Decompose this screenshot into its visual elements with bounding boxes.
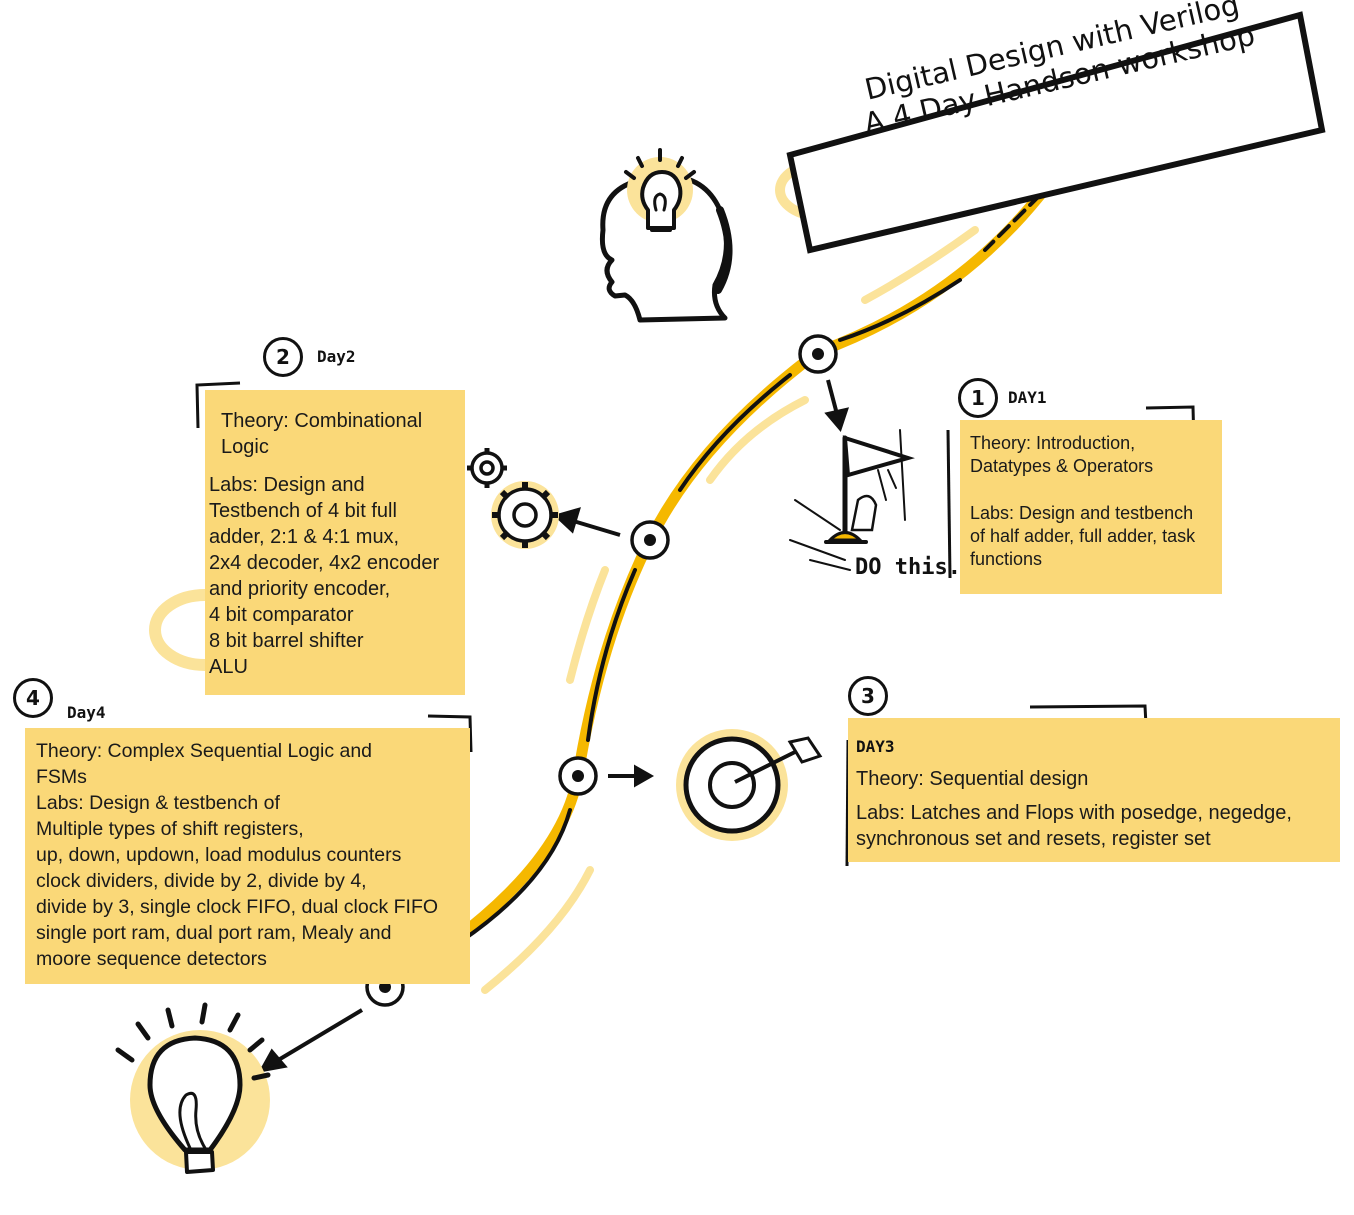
day-2-badge: 2 — [263, 337, 303, 377]
arrow-to-flag — [824, 379, 850, 432]
milestone-node-2 — [630, 520, 670, 560]
day-3-label: DAY3 — [856, 737, 895, 756]
day-4-theory: Theory: Complex Sequential Logic and FSM… — [36, 740, 373, 788]
milestone-node-1 — [798, 334, 838, 374]
day-3-theory: Theory: Sequential design — [856, 768, 1089, 790]
gears-icon — [467, 448, 559, 549]
head-bulb-icon — [599, 148, 733, 323]
day-1-card: Theory: Introduction, Datatypes & Operat… — [960, 420, 1222, 594]
flag-icon — [789, 429, 915, 571]
day-4-label: Day4 — [67, 703, 106, 722]
arrow-to-gears — [553, 507, 621, 537]
day-1-badge: 1 — [958, 378, 998, 418]
day-3-labs: Labs: Latches and Flops with posedge, ne… — [856, 802, 1292, 850]
day-2-card: Theory: Combinational Logic Labs: Design… — [205, 390, 465, 695]
day-3-card: DAY3 Theory: Sequential design Labs: Lat… — [848, 718, 1340, 862]
day-1-label: DAY1 — [1008, 388, 1047, 407]
milestone-node-3 — [558, 756, 598, 796]
do-this-annotation: DO this. — [855, 555, 961, 580]
day-2-labs: Labs: Design and Testbench of 4 bit full… — [209, 474, 440, 678]
day-4-labs: Labs: Design & testbench of Multiple typ… — [36, 792, 439, 970]
title-frame — [786, 11, 1326, 254]
lightbulb-icon — [115, 1002, 271, 1174]
target-icon — [676, 729, 823, 841]
day-1-labs: Labs: Design and testbench of half adder… — [970, 503, 1196, 569]
day-1-theory: Theory: Introduction, Datatypes & Operat… — [970, 433, 1154, 476]
day-4-badge: 4 — [13, 678, 53, 718]
day-3-badge: 3 — [848, 676, 888, 716]
day-4-card: Theory: Complex Sequential Logic and FSM… — [25, 728, 470, 984]
arrow-to-bulb — [258, 1008, 364, 1073]
day-2-label: Day2 — [317, 347, 356, 366]
arrow-to-target — [608, 764, 655, 788]
day-2-theory: Theory: Combinational Logic — [221, 410, 423, 458]
